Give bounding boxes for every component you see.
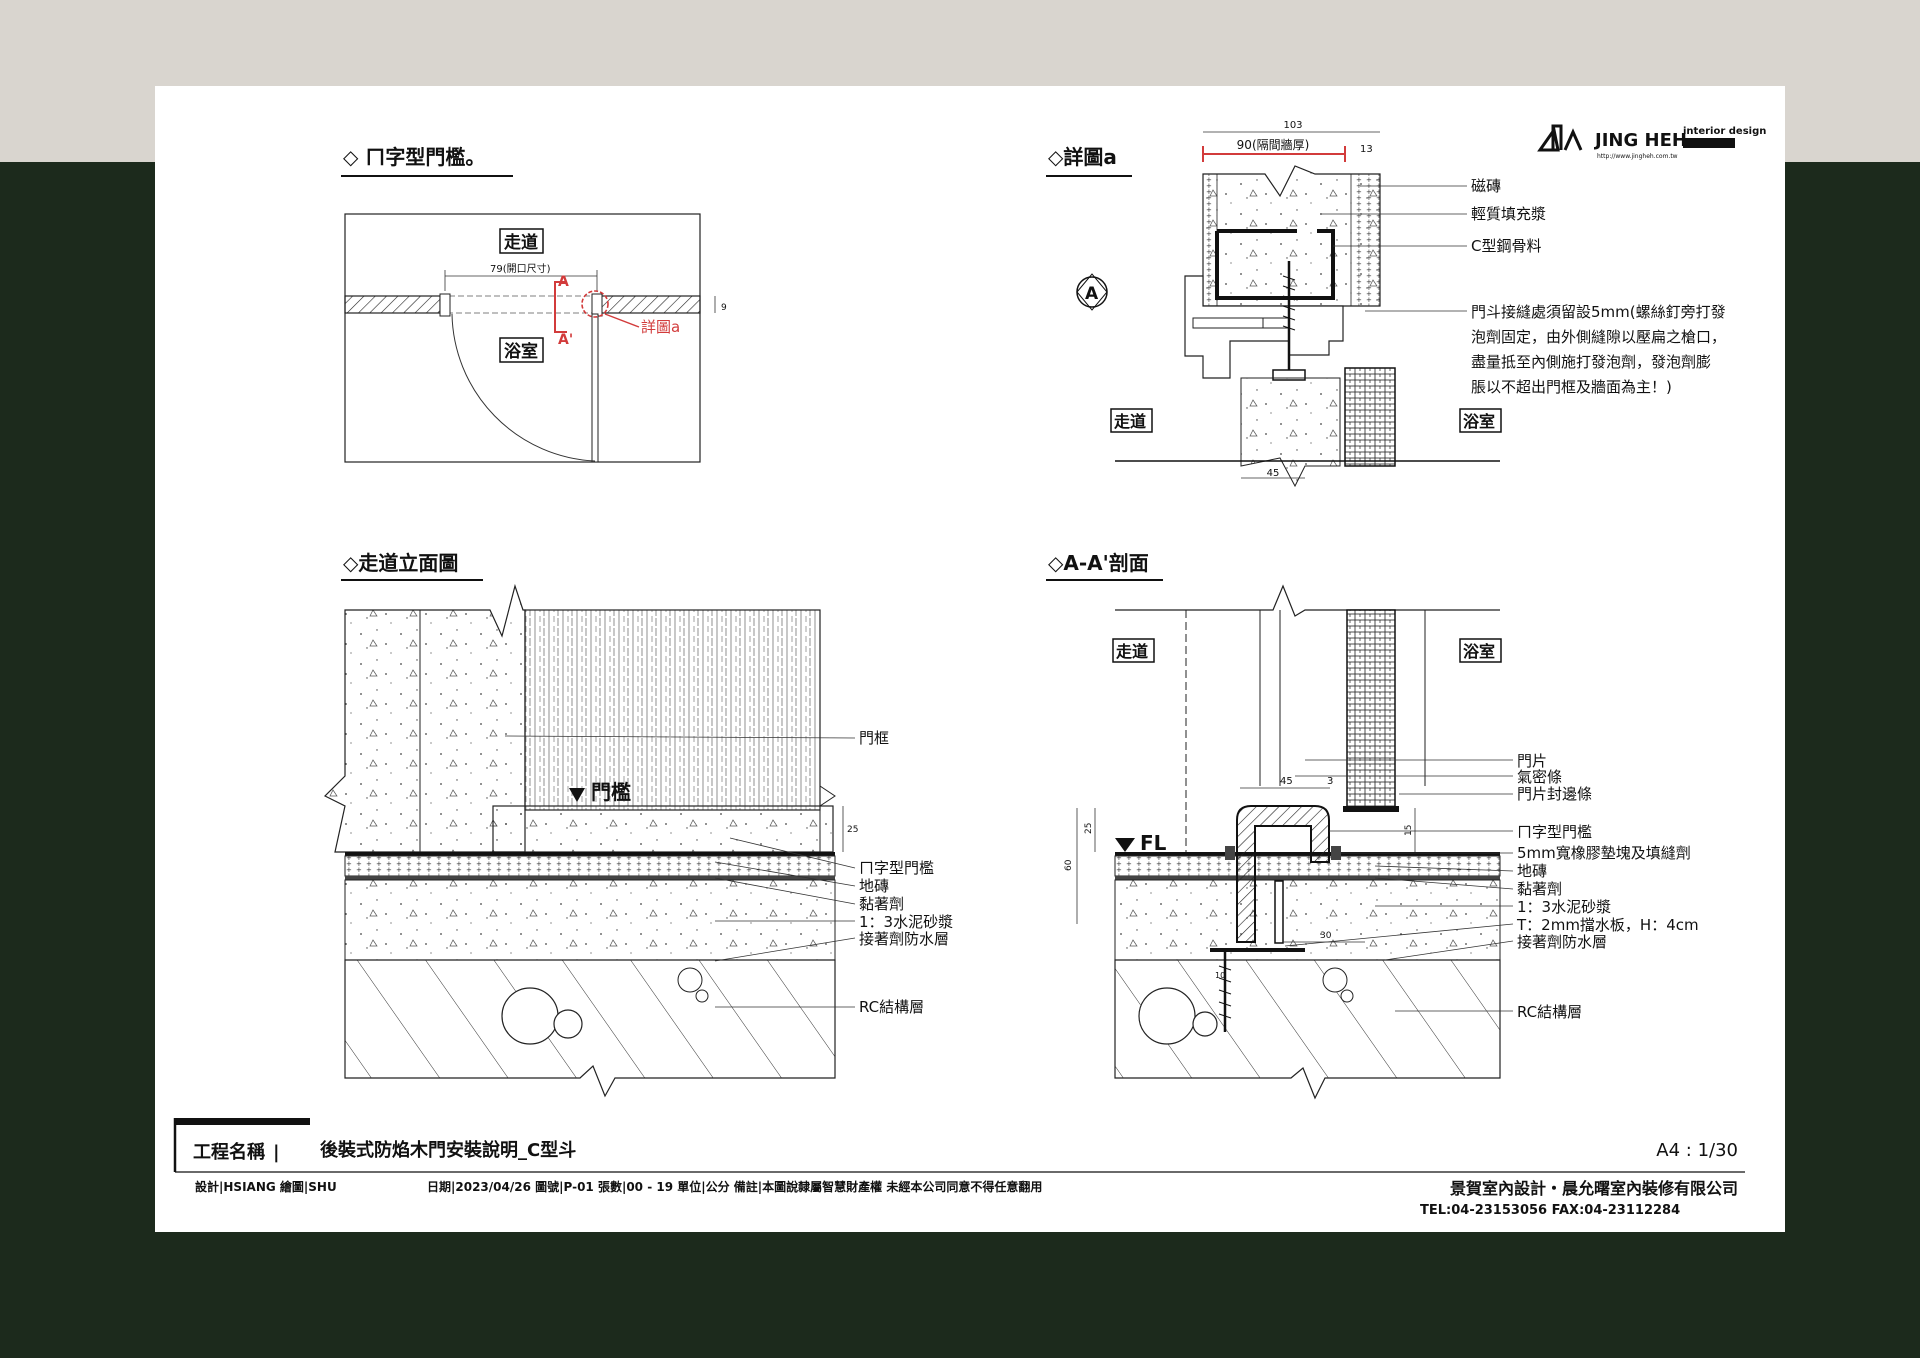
panel1-bathroom-tag: 浴室 xyxy=(504,341,538,362)
panel2-label-0: 磁磚 xyxy=(1471,177,1501,195)
panel4-label-8: T：2mm擋水板，H：4cm xyxy=(1516,916,1699,934)
panel4-dim-30: 30 xyxy=(1320,931,1332,941)
panel4-label-5: 地磚 xyxy=(1517,862,1547,880)
panel3-label-6: RC結構層 xyxy=(859,998,924,1016)
panel2-dim-wall: 90(隔間牆厚) xyxy=(1237,137,1310,152)
panel4-label-3: ㄇ字型門檻 xyxy=(1517,823,1592,841)
panel-elevation: ◇走道立面圖 門檻 25 門框 ㄇ字型門檻 地磚 黏著劑 xyxy=(323,551,953,1098)
panel2-note-line-2: 盡量抵至內側施打發泡劑，發泡劑膨 xyxy=(1471,353,1711,371)
drawing-sheet: + JING HEH interior design http://www.ji… xyxy=(155,86,1785,1232)
panel4-dim-60: 60 xyxy=(1064,859,1074,871)
brand-tagline: interior design xyxy=(1683,126,1766,137)
panel3-threshold: 門檻 xyxy=(591,780,631,804)
panel3-label-3: 黏著劑 xyxy=(859,895,904,913)
panel4-dim-15: 15 xyxy=(1404,825,1414,836)
panel1-dim-wall: 9 xyxy=(721,303,727,313)
company-name: 景賀室內設計・晨允曙室內裝修有限公司 xyxy=(1450,1179,1738,1198)
panel4-label-4: 5mm寬橡膠墊塊及填縫劑 xyxy=(1517,844,1691,862)
panel4-label-6: 黏著劑 xyxy=(1517,880,1562,898)
sheet-number: A4 : 1/30 xyxy=(1656,1140,1738,1161)
panel3-label-1: ㄇ字型門檻 xyxy=(859,859,934,877)
title-block: 工程名稱 | 後裝式防焰木門安裝說明_C型斗 A4 : 1/30 設計|HSIA… xyxy=(173,1118,1745,1218)
panel1-corridor-tag: 走道 xyxy=(504,232,538,253)
panel4-dim-10: 10 xyxy=(1215,971,1225,980)
panel4-bathroom-tag: 浴室 xyxy=(1463,642,1495,661)
panel4-dim-45: 45 xyxy=(1280,776,1293,787)
panel1-section-a2: A' xyxy=(558,332,573,348)
panel2-note-line-0: 門斗接縫處須留設5mm(螺絲釘旁打發 xyxy=(1471,303,1726,321)
panel1-section-a: A xyxy=(558,274,569,290)
panel-section: ◇A-A'剖面 走道 浴室 FL 60 25 45 3 15 xyxy=(1046,551,1699,1100)
panel3-label-4: 1：3水泥砂漿 xyxy=(859,913,953,931)
panel2-dim-total: 103 xyxy=(1283,120,1302,131)
project-name: 後裝式防焰木門安裝說明_C型斗 xyxy=(320,1139,576,1161)
panel4-label-0: 門片 xyxy=(1517,752,1547,770)
panel2-note-line-3: 脹以不超出門框及牆面為主！) xyxy=(1471,378,1672,396)
panel2-label-2: C型鋼骨料 xyxy=(1471,237,1541,255)
panel4-dim-25: 25 xyxy=(1084,823,1094,834)
panel3-label-5: 接著劑防水層 xyxy=(859,930,949,948)
panel3-dim-25: 25 xyxy=(847,825,858,835)
panel-detail-a: ◇詳圖a 103 90(隔間牆厚) 13 45 A xyxy=(1046,120,1726,488)
panel1-dim-opening: 79(開口尺寸) xyxy=(490,262,551,275)
panel3-label-0: 門框 xyxy=(859,729,889,747)
panel2-marker: A xyxy=(1085,284,1099,304)
panel2-corridor-tag: 走道 xyxy=(1113,412,1146,431)
panel-plan: ◇ ㄇ字型門檻。 79(開口尺寸) 9 走道 浴室 A A' 詳圖a xyxy=(341,145,727,463)
panel4-dim-3: 3 xyxy=(1327,776,1333,787)
panel1-title: ◇ ㄇ字型門檻。 xyxy=(343,145,485,169)
company-contact: TEL:04-23153056 FAX:04-23112284 xyxy=(1420,1203,1680,1218)
panel4-label-1: 氣密條 xyxy=(1517,768,1562,786)
svg-text:|: | xyxy=(273,1142,280,1163)
project-label: 工程名稱 xyxy=(193,1141,265,1163)
panel2-bathroom-tag: 浴室 xyxy=(1463,412,1495,431)
drawing-canvas: + JING HEH interior design http://www.ji… xyxy=(173,120,1766,1218)
panel2-dim-bottom: 45 xyxy=(1267,468,1280,479)
panel4-corridor-tag: 走道 xyxy=(1115,642,1148,661)
panel2-title: ◇詳圖a xyxy=(1048,145,1117,169)
panel4-label-10: RC結構層 xyxy=(1517,1003,1582,1021)
designer-info: 設計|HSIANG 繪圖|SHU xyxy=(195,1179,337,1194)
panel4-fl: FL xyxy=(1140,831,1167,855)
panel2-note-line-1: 泡劑固定，由外側縫隙以壓扁之槍口， xyxy=(1471,328,1726,346)
brand-logo: JING HEH interior design http://www.jing… xyxy=(1537,124,1766,160)
panel3-title: ◇走道立面圖 xyxy=(343,551,458,575)
panel4-label-7: 1：3水泥砂漿 xyxy=(1517,898,1611,916)
panel4-label-9: 接著劑防水層 xyxy=(1517,933,1607,951)
panel4-title: ◇A-A'剖面 xyxy=(1048,551,1149,575)
brand-name: JING HEH xyxy=(1593,130,1687,151)
panel4-label-2: 門片封邊條 xyxy=(1517,785,1592,803)
panel2-dim-side: 13 xyxy=(1360,144,1373,155)
sheet-meta: 日期|2023/04/26 圖號|P-01 張數|00 - 19 單位|公分 備… xyxy=(427,1179,1042,1194)
panel3-label-2: 地磚 xyxy=(859,877,889,895)
panel2-label-1: 輕質填充漿 xyxy=(1471,205,1546,223)
brand-url: http://www.jingheh.com.tw xyxy=(1597,153,1678,160)
panel1-detail-ref: 詳圖a xyxy=(641,318,680,336)
